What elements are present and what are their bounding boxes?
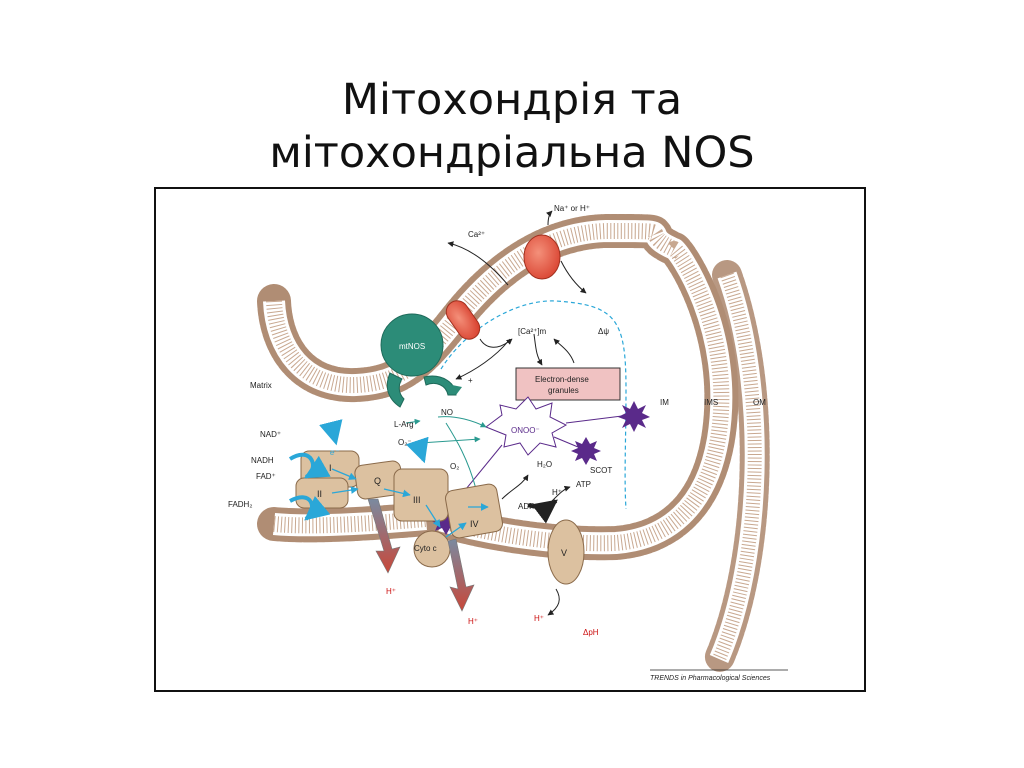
label-ca2m: [Ca²⁺]m: [518, 327, 547, 336]
calcium-uniporter: [445, 300, 481, 340]
label-delta-ph: ΔpH: [583, 628, 599, 637]
label-onoo: ONOO⁻: [511, 426, 540, 435]
complex-v-label: V: [561, 548, 567, 558]
label-delta-psi: Δψ: [598, 327, 609, 336]
label-plus: +: [468, 376, 473, 385]
label-no: NO: [441, 408, 453, 417]
label-o2: O₂: [450, 462, 459, 471]
complex-ii-label: II: [317, 489, 322, 499]
complex-iv-label: IV: [470, 519, 479, 529]
complex-labels: I II Q III IV V: [317, 463, 567, 558]
proton-arrows: [367, 498, 475, 612]
na-h-exchanger: [523, 234, 561, 280]
label-o2-minus: O₂⁻: [398, 438, 412, 447]
label-scot: SCOT: [590, 466, 612, 475]
title-line-2: мітохондріальна NOS: [269, 128, 755, 178]
title-line-1: Мітохондрія та: [341, 75, 683, 125]
mitochondria-diagram: Na⁺ or H⁺ Ca²⁺ [Ca²⁺]m Δψ mtNOS Matrix +…: [228, 204, 788, 682]
label-fadh2: FADH₂: [228, 500, 252, 509]
label-nad-plus: NAD⁺: [260, 430, 281, 439]
outer-membrane: [704, 260, 770, 674]
atp-synthesis-arrows: [501, 474, 571, 616]
mtnos-enzyme: [380, 313, 462, 408]
label-ca2: Ca²⁺: [468, 230, 485, 239]
label-adp: ADP: [518, 502, 534, 511]
label-matrix: Matrix: [250, 381, 272, 390]
label-fad-plus: FAD⁺: [256, 472, 276, 481]
label-ims: IMS: [704, 398, 718, 407]
substrate-arrows: [288, 419, 429, 521]
membrane-potential-line: [440, 300, 627, 510]
calcium-flux-arrows: [447, 210, 587, 380]
label-l-arg: L-Arg: [394, 420, 414, 429]
complex-q-label: Q: [374, 476, 381, 486]
label-h2o: H₂O: [537, 460, 552, 469]
label-e-minus: e⁻: [330, 448, 339, 457]
label-na-or-h: Na⁺ or H⁺: [554, 204, 590, 213]
proton-label: H⁺: [534, 614, 544, 623]
proton-label: H⁺: [468, 617, 478, 626]
figure-credit: TRENDS in Pharmacological Sciences: [650, 675, 771, 682]
label-nadh: NADH: [251, 456, 274, 465]
label-cyto-c: Cyto c: [414, 544, 437, 553]
label-granules-line1: Electron-dense: [535, 375, 589, 384]
proton-label: H⁺: [386, 587, 396, 596]
diagram-frame: Na⁺ or H⁺ Ca²⁺ [Ca²⁺]m Δψ mtNOS Matrix +…: [154, 187, 866, 692]
proton-labels: H⁺ H⁺ H⁺: [386, 587, 544, 626]
diagram-labels: Na⁺ or H⁺ Ca²⁺ [Ca²⁺]m Δψ mtNOS Matrix +…: [228, 204, 766, 637]
slide-title: Мітохондрія та мітохондріальна NOS: [0, 74, 1024, 180]
label-mtnos: mtNOS: [399, 342, 425, 351]
electron-flow-arrows: [331, 468, 489, 538]
label-im: IM: [660, 398, 669, 407]
label-granules-line2: granules: [548, 386, 579, 395]
peroxynitrite-burst: [484, 396, 568, 456]
complex-i-label: I: [329, 463, 332, 473]
complex-iii-label: III: [413, 495, 421, 505]
label-atp: ATP: [576, 480, 591, 489]
label-h-plus-atp: H⁺: [552, 488, 562, 497]
electron-dense-granules: [515, 367, 621, 401]
label-om: OM: [753, 398, 766, 407]
